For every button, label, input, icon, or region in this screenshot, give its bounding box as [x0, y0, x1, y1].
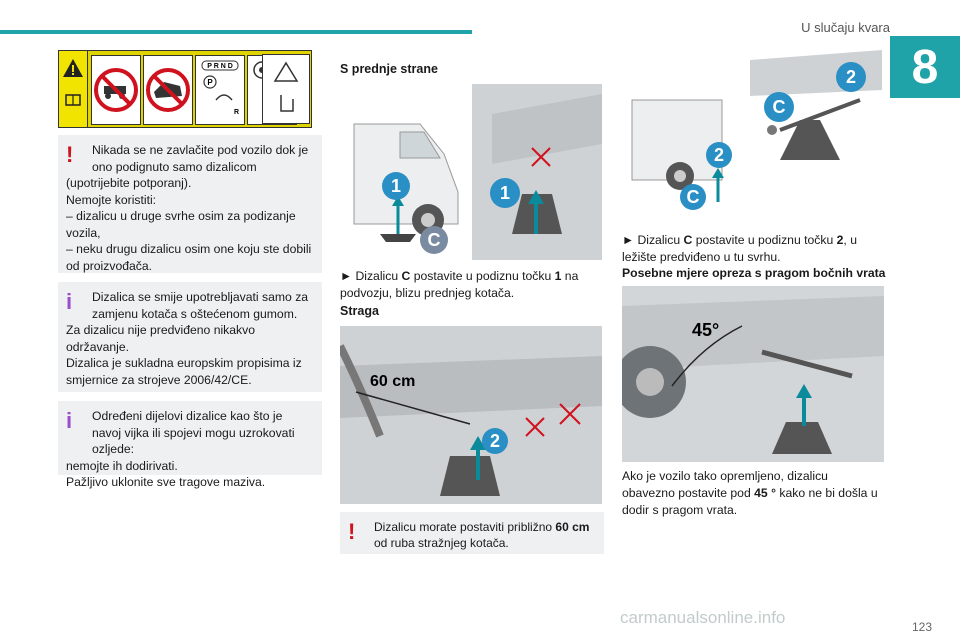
header-accent-bar	[0, 30, 472, 34]
text-bold: C	[683, 233, 693, 247]
callout-1: 1	[490, 178, 520, 208]
note-first-line: Nikada se ne zavlačite pod vozilo dok je…	[92, 143, 309, 174]
panel-strip	[59, 51, 88, 127]
front-instruction: ► Dizalicu C postavite u podiznu točku 1…	[340, 268, 602, 302]
note-first-line: Određeni dijelovi dizalice kao što je na…	[92, 409, 295, 456]
note-line: Pažljivo uklonite sve tragove maziva.	[66, 475, 266, 489]
info-icon: i	[66, 289, 73, 314]
gear-selector-icon: P R N D P R	[201, 60, 239, 116]
angle-jack-illustration: 45°	[622, 286, 884, 462]
note-line: Za dizalicu nije predviđeno nikakvo održ…	[66, 323, 256, 354]
info-note: i Određeni dijelovi dizalice kao što je …	[58, 401, 322, 489]
callout-2: 2	[706, 142, 732, 168]
angle-label: 45°	[692, 320, 719, 340]
angle-instruction: Ako je vozilo tako opremljeno, dizalicu …	[622, 468, 884, 519]
distance-label: 60 cm	[370, 373, 415, 390]
van-illustration	[353, 123, 459, 242]
rear-jack-illustration: 60 cm	[340, 326, 602, 504]
note-line: Dizalica je sukladna europskim propisima…	[66, 356, 302, 387]
no-entry-icon	[146, 68, 190, 112]
text-span: postavite u podiznu točku	[692, 233, 837, 247]
no-under-car-pictogram	[91, 55, 141, 125]
text-span: ► Dizalicu	[340, 269, 402, 283]
warning-triangle-icon	[63, 59, 83, 106]
text-span: na podvozju, blizu prednjeg kotača.	[340, 269, 579, 300]
hazard-hand-icon	[273, 61, 299, 112]
park-label: P	[207, 78, 213, 87]
text-span: , u ležište predviđeno u tu svrhu.	[622, 233, 857, 264]
note-line: – dizalicu u druge svrhe osim za podizan…	[66, 209, 296, 240]
text-span: od ruba stražnjeg kotača.	[374, 536, 509, 550]
van-rear-illustration: 2 C	[622, 90, 738, 210]
page-number: 123	[911, 620, 932, 634]
rear-title: Straga	[340, 304, 379, 318]
callout-1: 1	[382, 172, 410, 200]
no-entry-icon	[94, 68, 138, 112]
angle-illustration: 45°	[622, 286, 884, 462]
sill-subtitle: Posebne mjere opreza s pragom bočnih vra…	[622, 266, 886, 280]
watermark: carmanualsonline.info	[620, 608, 786, 627]
callout-2: 2	[482, 428, 508, 454]
warning-exclamation-icon: !	[348, 519, 356, 544]
text-span: Dizalicu morate postaviti približno	[374, 520, 556, 534]
text-bold: 60 cm	[555, 520, 590, 534]
note-line: – neku drugu dizalicu osim one koju ste …	[66, 242, 312, 273]
gear-labels: P R N D	[207, 63, 233, 70]
rear-note-text: Dizalicu morate postaviti približno 60 c…	[348, 519, 596, 551]
no-lift-pictogram	[143, 55, 193, 125]
jack-closeup-front: 1	[472, 84, 602, 260]
text-bold: 45 °	[754, 486, 776, 500]
info-note: i Dizalica se smije upotrebljavati samo …	[58, 282, 322, 392]
section-title: U slučaju kvara	[801, 20, 890, 35]
reverse-label: R	[234, 109, 239, 116]
text-bold: C	[401, 269, 411, 283]
right-instruction: ► Dizalicu C postavite u podiznu točku 2…	[622, 232, 884, 266]
callout-c: C	[420, 226, 448, 254]
info-icon: i	[66, 408, 73, 433]
warning-exclamation-icon: !	[66, 142, 74, 167]
text-span: ► Dizalicu	[622, 233, 684, 247]
jack-rear-illustration: 60 cm 2	[340, 326, 602, 504]
note-first-line: Dizalica se smije upotrebljavati samo za…	[92, 290, 309, 321]
text-span: postavite u podiznu točku	[410, 269, 555, 283]
text-bold: 1	[554, 269, 562, 283]
hazard-pictogram	[262, 54, 310, 124]
text-span: Ako je vozilo tako opremljeno, dizalicu …	[622, 469, 828, 500]
note-line: nemojte ih dodirivati.	[66, 458, 178, 473]
rear-warning-note: ! Dizalicu morate postaviti približno 60…	[340, 512, 604, 554]
jack-closeup-illustration	[472, 84, 602, 260]
jack-diagram-illustration: 2 C	[750, 50, 882, 168]
front-title: S prednje strane	[340, 62, 438, 76]
text-bold: 2	[836, 233, 844, 247]
warning-note: ! Nikada se ne zavlačite pod vozilo dok …	[58, 135, 322, 273]
gear-park-pictogram: P R N D P R	[195, 55, 245, 125]
van-illustration	[631, 99, 724, 202]
callout-c: C	[764, 92, 794, 122]
text-span: kako ne bi došla u dodir s pragom vrata.	[622, 486, 878, 517]
van-front-illustration: 1 C	[340, 84, 468, 256]
note-line: (upotrijebite potporanj).	[66, 176, 192, 190]
chapter-number: 8	[890, 36, 960, 98]
callout-c: C	[680, 184, 706, 210]
callout-2: 2	[836, 62, 866, 92]
note-line: Nemojte koristiti:	[66, 192, 157, 207]
